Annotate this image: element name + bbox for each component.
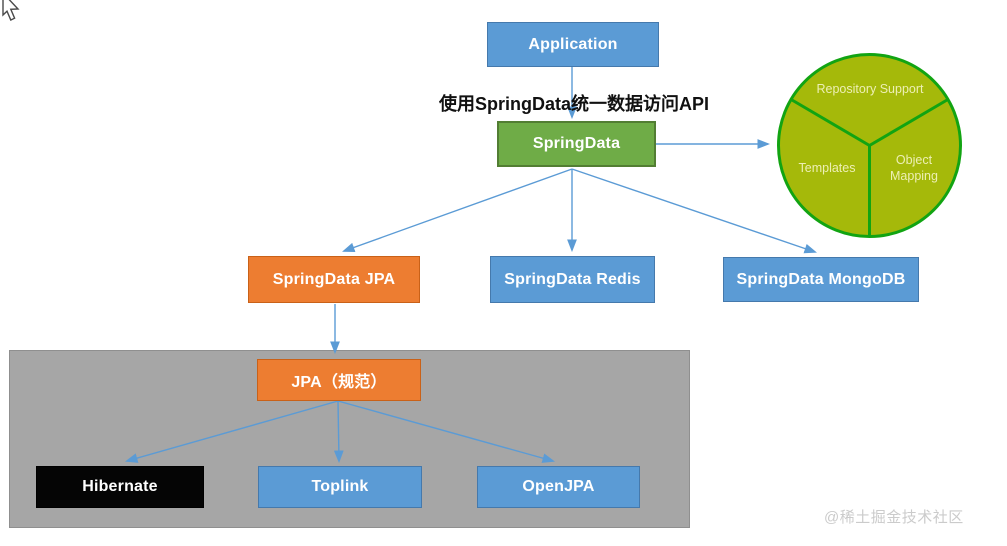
arrow-spec-to-openjpa xyxy=(337,400,556,463)
node-springdata-redis: SpringData Redis xyxy=(490,256,655,303)
pie-segment-templates: Templates xyxy=(798,161,856,175)
node-toplink: Toplink xyxy=(258,466,422,508)
watermark: @稀土掘金技术社区 xyxy=(824,509,964,526)
arrow-spec-to-toplink xyxy=(333,400,344,464)
node-springdata: SpringData xyxy=(497,121,656,167)
mouse-cursor-icon xyxy=(2,0,20,21)
annotation-unified-api: 使用SpringData统一数据访问API xyxy=(438,94,710,114)
node-jpa-spec: JPA（规范） xyxy=(257,359,421,401)
arrow-springdata-to-mongodb xyxy=(571,168,817,254)
pie-segment-repository-support: Repository Support xyxy=(816,82,924,96)
arrow-springdata-to-jpa xyxy=(342,168,573,253)
node-openjpa: OpenJPA xyxy=(477,466,640,508)
node-springdata-jpa: SpringData JPA xyxy=(248,256,420,303)
springdata-capabilities-pie: Repository Support Templates Object Mapp… xyxy=(777,53,962,238)
pie-dividers xyxy=(791,98,948,235)
pie-segment-object-mapping: Object Mapping xyxy=(890,153,938,183)
node-springdata-mongodb: SpringData MongoDB xyxy=(723,257,919,302)
node-hibernate: Hibernate xyxy=(36,466,204,508)
arrow-spec-to-hibernate xyxy=(124,400,339,463)
node-application: Application xyxy=(487,22,659,67)
